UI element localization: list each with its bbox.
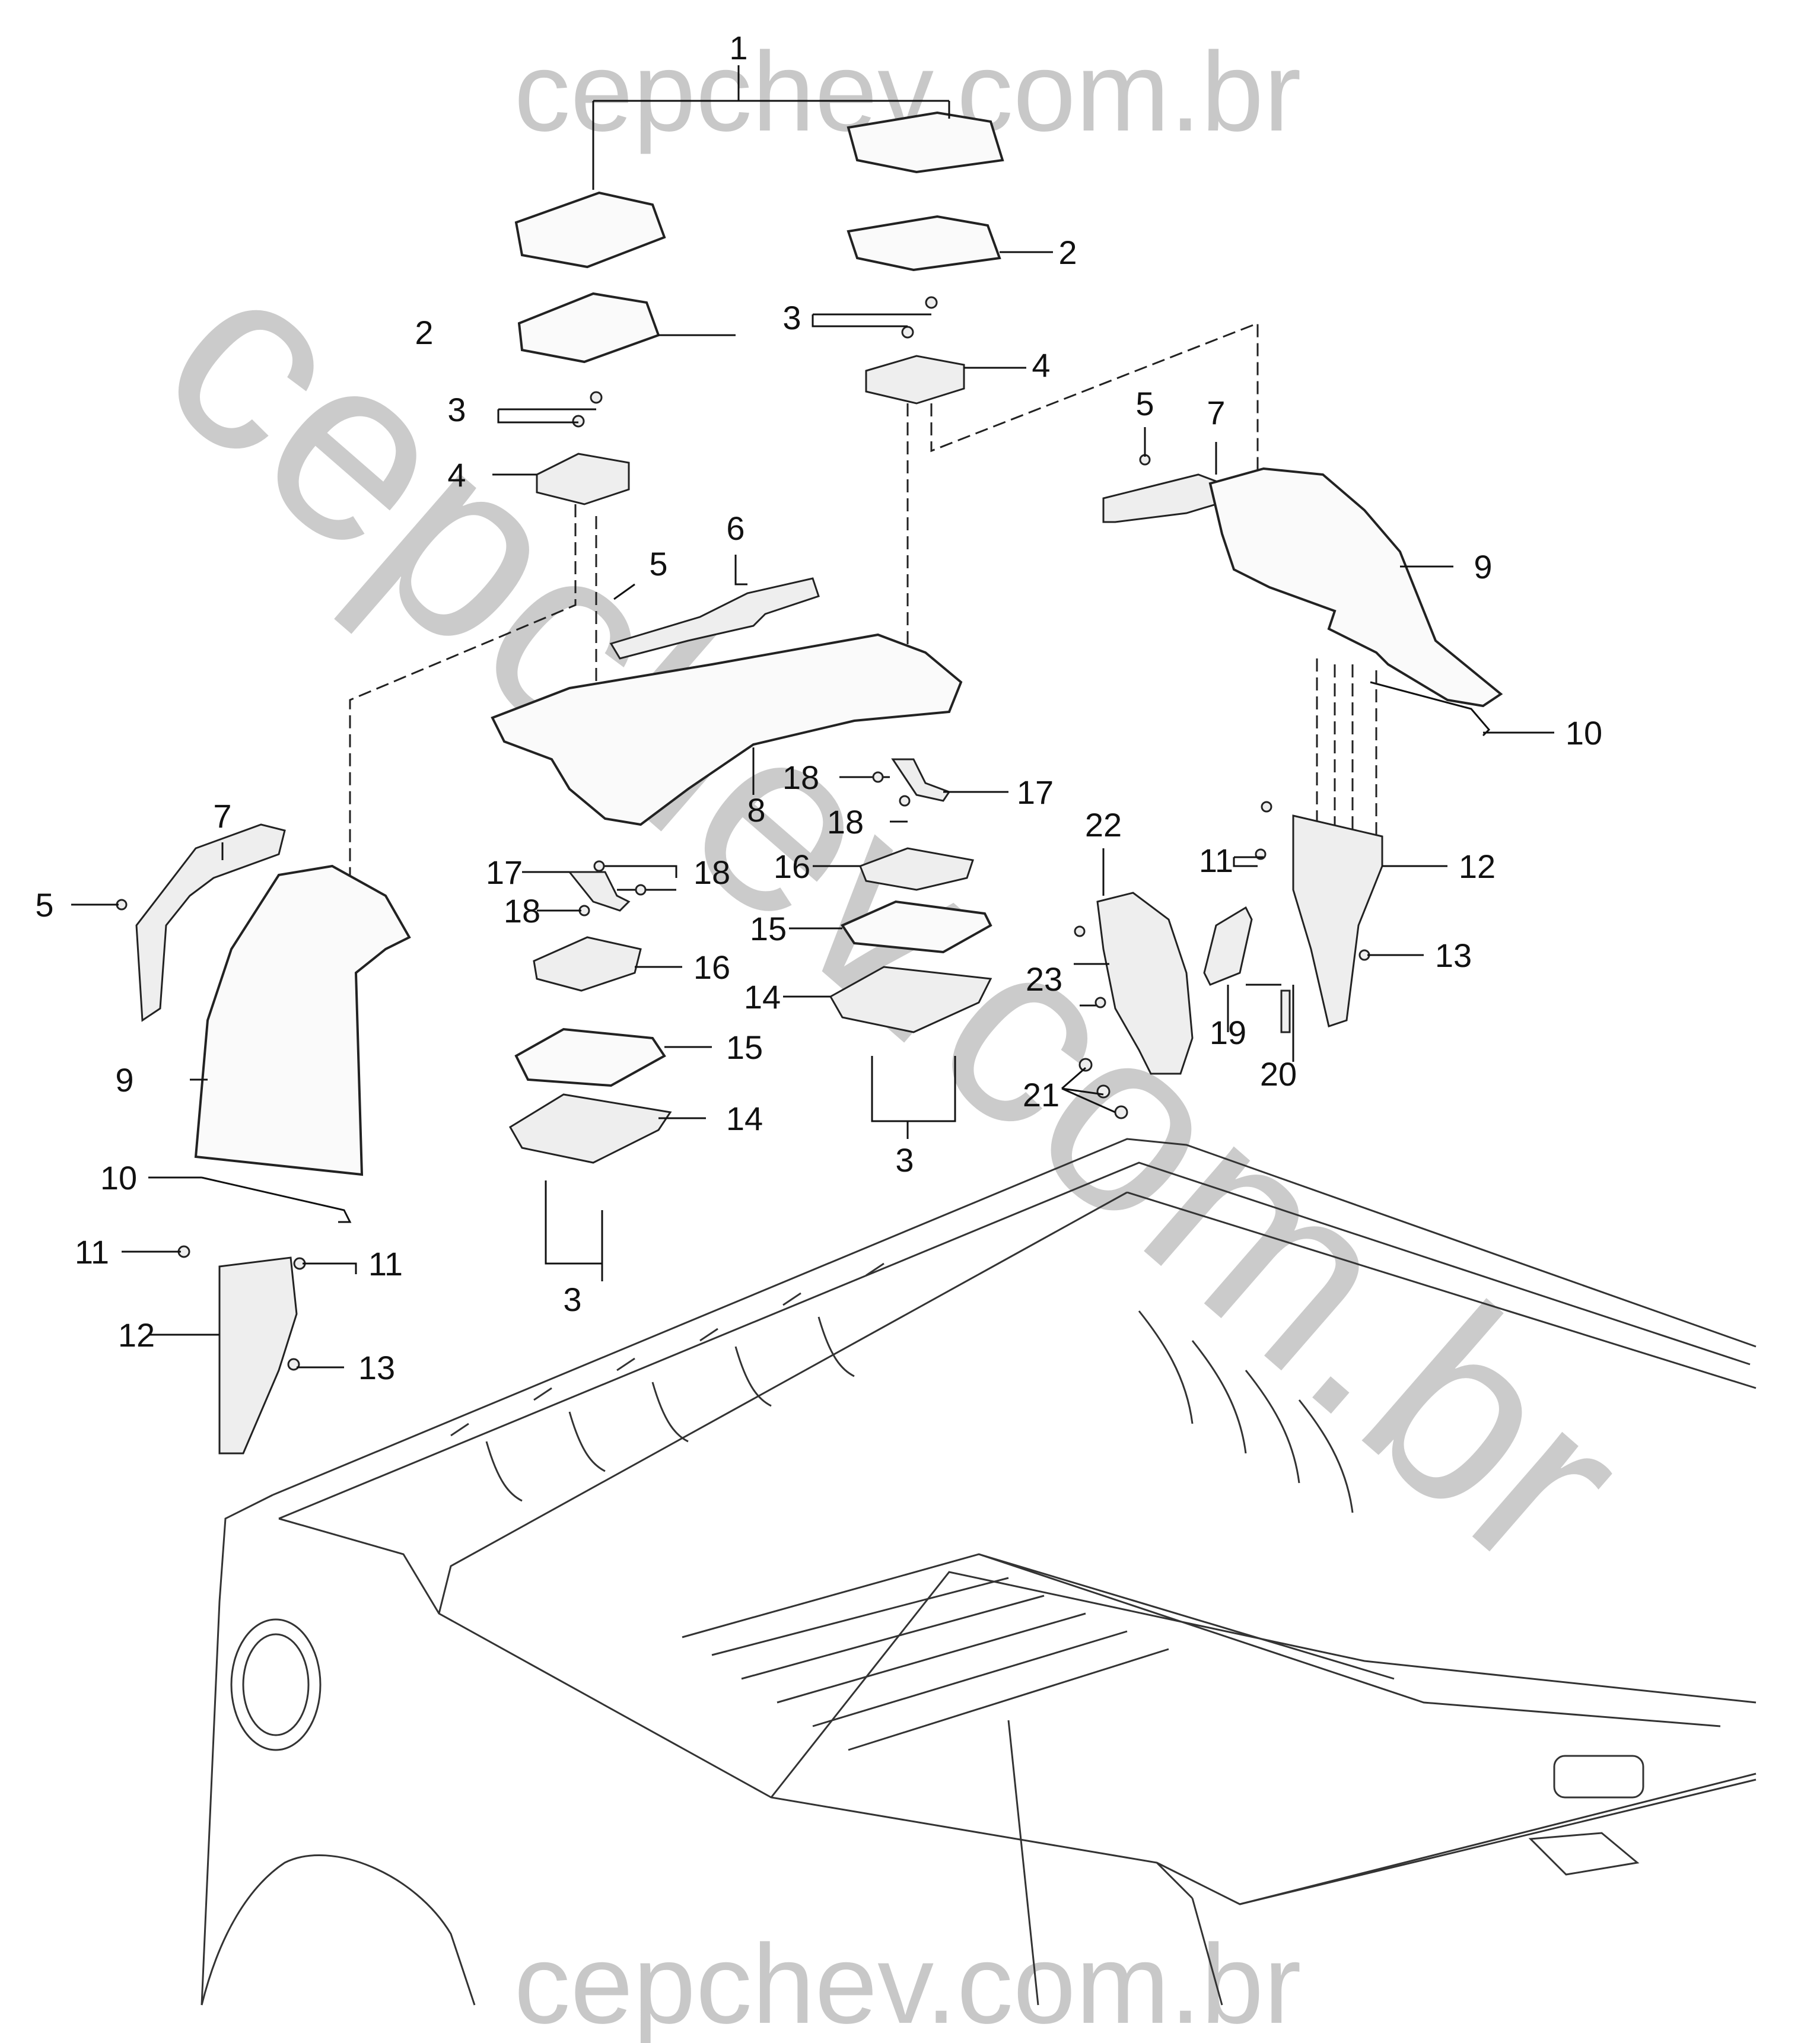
callout-14: 14 xyxy=(744,978,781,1016)
callout-10: 10 xyxy=(100,1159,137,1196)
part-15-gasket-left xyxy=(514,1027,666,1087)
callout-20: 20 xyxy=(1260,1055,1297,1093)
callout-11: 11 xyxy=(368,1245,403,1283)
callout-18: 18 xyxy=(782,759,819,796)
part-22-bracket xyxy=(1096,892,1194,1075)
callout-8: 8 xyxy=(747,791,765,829)
part-16-plate-right xyxy=(859,847,974,891)
part-7-strip-left xyxy=(135,823,286,1022)
callout-18: 18 xyxy=(693,854,730,891)
part-2-gasket-left xyxy=(517,292,660,364)
part-21-nut-icon xyxy=(1078,1058,1093,1072)
callout-11: 11 xyxy=(75,1233,109,1271)
part-10-strip-left xyxy=(201,1176,352,1223)
callout-21: 21 xyxy=(1023,1076,1059,1113)
part-1-cover-left xyxy=(514,191,666,269)
callout-12: 12 xyxy=(1459,848,1496,885)
callout-9: 9 xyxy=(1474,548,1492,585)
callout-13: 13 xyxy=(1435,937,1472,974)
callout-3: 3 xyxy=(447,391,466,428)
part-4-bracket-left xyxy=(536,453,630,505)
part-16-plate-left xyxy=(533,936,642,992)
callout-7: 7 xyxy=(213,797,231,835)
watermark-bottom: cepchev.com.br xyxy=(514,1921,1301,2043)
callout-labels: 1 2 2 3 3 3 3 4 4 5 5 5 6 7 7 8 9 9 10 1… xyxy=(35,29,1602,1386)
callout-15: 15 xyxy=(750,910,787,947)
callout-22: 22 xyxy=(1085,806,1122,844)
callout-16: 16 xyxy=(774,848,810,885)
part-4-bracket-right xyxy=(865,355,965,405)
callout-11: 11 xyxy=(1199,842,1233,879)
part-20-pin-icon xyxy=(1280,989,1291,1033)
part-17-bracket-left xyxy=(567,871,631,912)
callout-7: 7 xyxy=(1207,394,1225,431)
callout-2: 2 xyxy=(1058,234,1077,271)
callout-12: 12 xyxy=(118,1316,155,1354)
part-8-crossbar xyxy=(491,633,963,826)
part-9-pillar-right xyxy=(1208,467,1503,708)
callout-6: 6 xyxy=(726,510,744,547)
truck-bed-illustration xyxy=(201,1138,1757,2006)
callout-15: 15 xyxy=(726,1029,763,1066)
callout-17: 17 xyxy=(486,854,523,891)
screw-icon xyxy=(572,296,938,428)
callout-14: 14 xyxy=(726,1100,763,1137)
callout-9: 9 xyxy=(115,1061,133,1099)
callout-13: 13 xyxy=(358,1349,395,1386)
callout-4: 4 xyxy=(1032,346,1050,384)
callout-19: 19 xyxy=(1210,1014,1246,1051)
callout-18: 18 xyxy=(827,803,864,841)
part-6-bracket xyxy=(609,577,820,660)
part-19-bracket xyxy=(1203,906,1253,986)
part-1-cover-right xyxy=(847,111,1004,174)
callout-18: 18 xyxy=(504,892,540,930)
callout-4: 4 xyxy=(447,456,466,494)
callout-3: 3 xyxy=(782,299,801,336)
callout-5: 5 xyxy=(1135,385,1154,422)
callout-16: 16 xyxy=(693,949,730,986)
callout-10: 10 xyxy=(1566,714,1602,752)
part-14-base-left xyxy=(508,1093,672,1164)
callout-3: 3 xyxy=(563,1281,581,1318)
part-14-base-right xyxy=(829,966,992,1033)
callout-1: 1 xyxy=(729,29,747,66)
callout-17: 17 xyxy=(1017,774,1054,811)
callout-23: 23 xyxy=(1026,960,1062,998)
callout-2: 2 xyxy=(415,314,433,351)
part-15-gasket-right xyxy=(841,900,992,954)
part-12-hinge-left xyxy=(218,1256,298,1455)
callout-5: 5 xyxy=(35,886,53,924)
callout-5: 5 xyxy=(649,545,667,583)
part-12-hinge-right xyxy=(1292,814,1383,1027)
part-2-gasket-right xyxy=(847,215,1001,272)
part-9-pillar-left xyxy=(194,864,411,1176)
part-7-strip-right xyxy=(1102,473,1223,523)
callout-3: 3 xyxy=(895,1141,914,1179)
